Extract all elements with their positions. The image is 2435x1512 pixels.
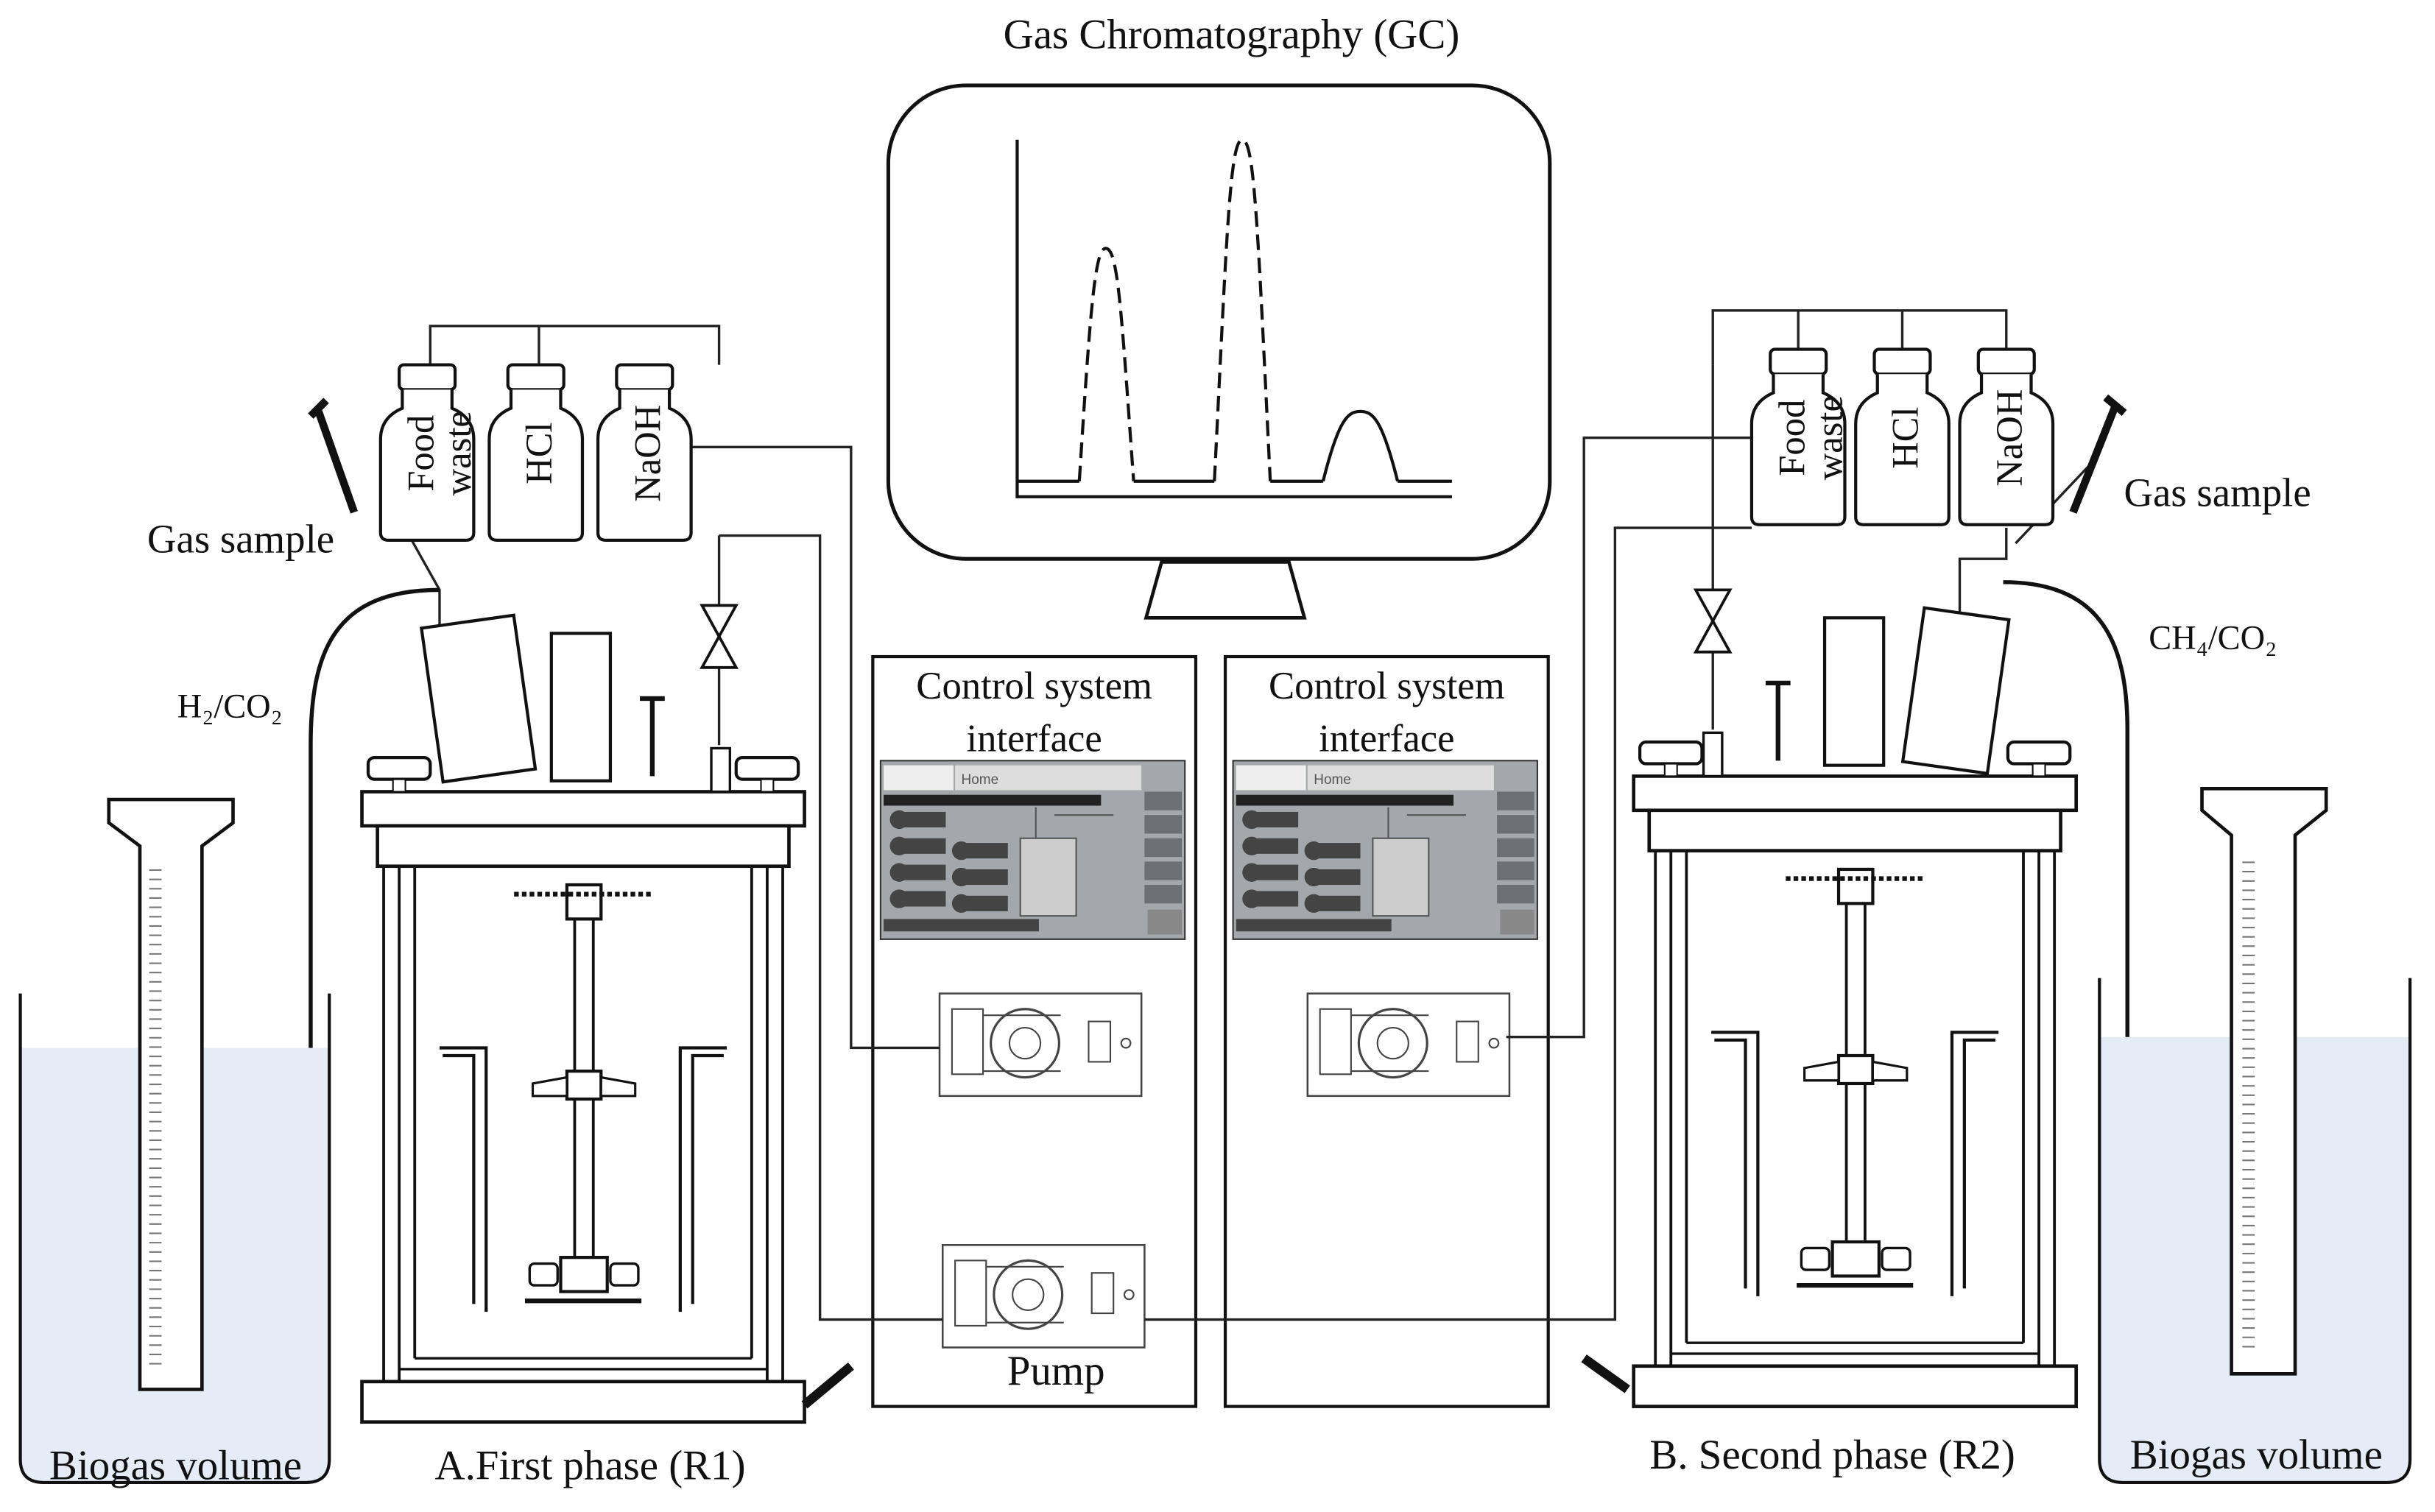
svg-text:Control system: Control system: [1269, 665, 1505, 707]
gas-label-left: H₂/CO₂: [177, 688, 283, 725]
reactor-label-r1: A.First phase (R1): [434, 1443, 745, 1489]
gas-label-right: CH₄/CO₂: [2149, 619, 2277, 657]
svg-text:NaOH: NaOH: [1989, 389, 2030, 487]
valve-icon: [1693, 588, 1733, 654]
svg-text:Home: Home: [1314, 772, 1351, 788]
syringe-icon: [2069, 394, 2127, 514]
valve-icon: [700, 604, 739, 669]
svg-text:Home: Home: [962, 772, 999, 788]
reactor-label-r2: B. Second phase (R2): [1649, 1432, 2015, 1478]
svg-text:HCl: HCl: [518, 423, 560, 484]
svg-text:HCl: HCl: [1885, 407, 1926, 469]
bottle-hcl: HCl: [489, 365, 582, 540]
gc-monitor: [886, 83, 1552, 620]
gas-collector-left: [18, 797, 331, 1485]
biogas-label-right: Biogas volume: [2130, 1432, 2383, 1478]
control-panel-right: Control system interface Home: [1223, 654, 1550, 1408]
syringe-icon: [308, 398, 358, 514]
gc-peak-2: [1213, 138, 1272, 481]
svg-text:Foodwaste: Foodwaste: [401, 411, 479, 495]
svg-text:Control system: Control system: [916, 665, 1152, 707]
bottle-naoh: NaOH: [598, 365, 691, 540]
biogas-label-left: Biogas volume: [49, 1443, 302, 1489]
gas-sample-label-left: Gas sample: [147, 517, 334, 562]
pump-3: [1306, 992, 1511, 1098]
bottle-food-waste: Foodwaste: [1752, 349, 1850, 524]
bottle-naoh: NaOH: [1960, 349, 2054, 524]
control-screen[interactable]: Home: [879, 760, 1186, 940]
gc-title: Gas Chromatography (GC): [1004, 11, 1460, 57]
reactor-r1: Foodwaste HCl NaOH: [362, 365, 854, 1422]
svg-text:Foodwaste: Foodwaste: [1772, 395, 1850, 480]
pump-2: [941, 1243, 1146, 1349]
gas-collector-right: [2098, 786, 2412, 1485]
gas-sample-label-right: Gas sample: [2124, 470, 2311, 515]
svg-text:NaOH: NaOH: [627, 405, 668, 502]
svg-text:interface: interface: [1319, 718, 1454, 760]
pump-label: Pump: [1007, 1348, 1105, 1394]
reactor-r2: Foodwaste HCl NaOH: [1581, 349, 2076, 1406]
pump-1: [938, 992, 1143, 1098]
gc-peak-1: [1077, 247, 1135, 481]
bottle-food-waste: Foodwaste: [381, 365, 479, 540]
control-screen[interactable]: Home: [1232, 760, 1538, 940]
control-panel-left: Control system interface Home Pump: [871, 654, 1198, 1408]
gc-peak-3: [1321, 409, 1400, 482]
bottle-hcl: HCl: [1856, 349, 1949, 524]
svg-text:interface: interface: [966, 718, 1102, 760]
